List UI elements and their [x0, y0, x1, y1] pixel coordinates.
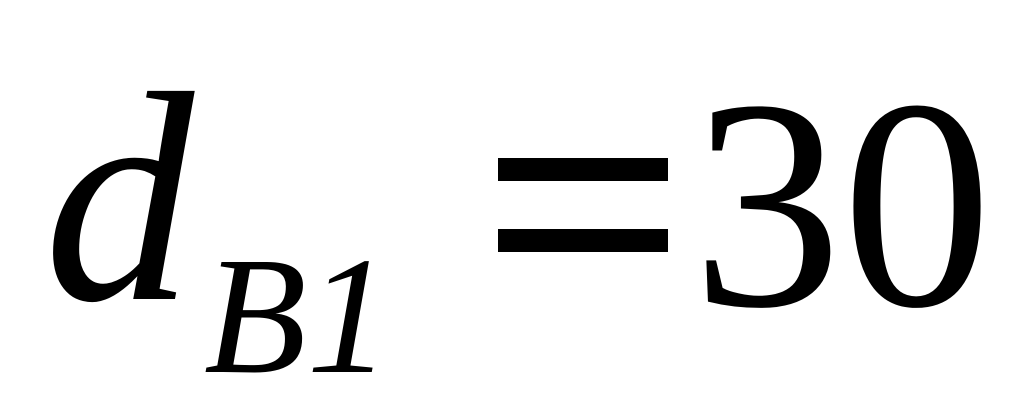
variable-symbol: d [44, 32, 194, 364]
value-number: 30 [692, 38, 992, 370]
equals-bar-top [498, 158, 668, 181]
equals-bar-bottom [498, 229, 668, 252]
variable-subscript: B1 [204, 223, 391, 405]
